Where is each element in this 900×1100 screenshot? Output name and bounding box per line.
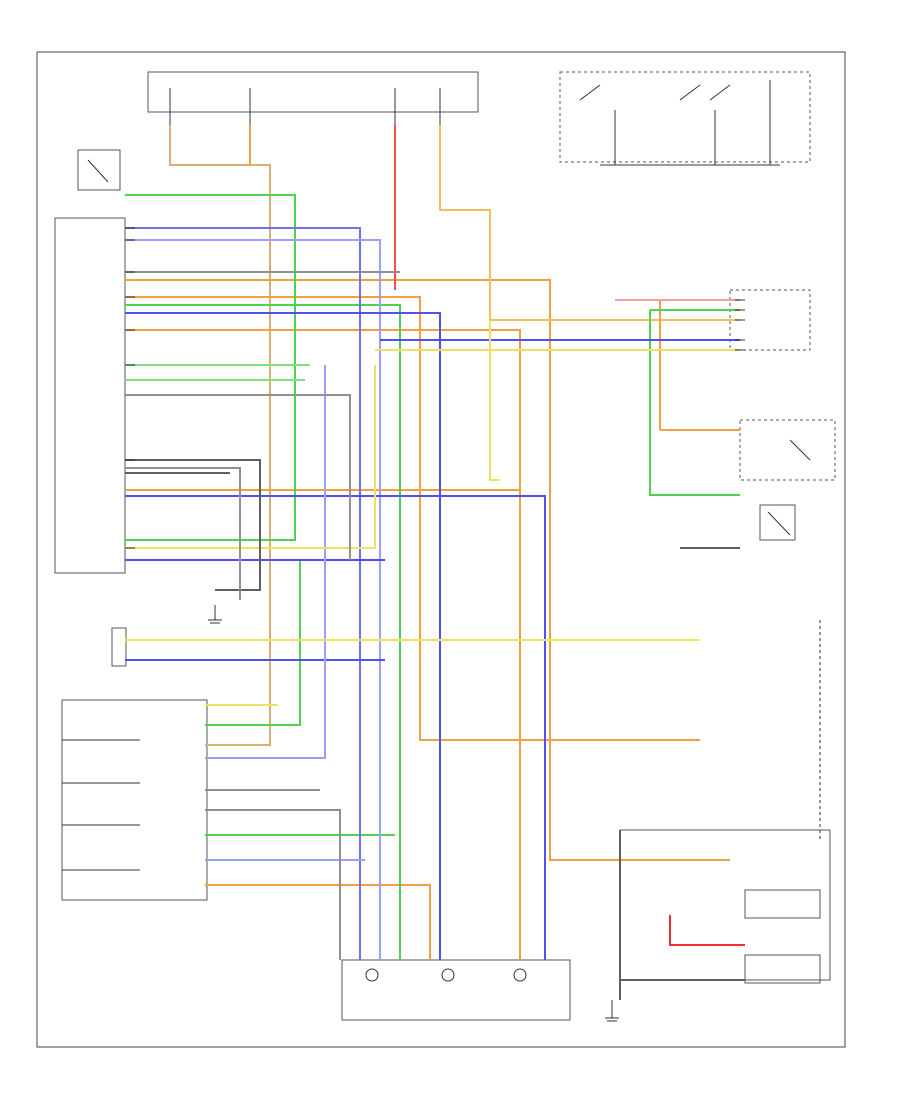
fuse-box (147, 71, 479, 125)
seat-position-sensor (729, 289, 811, 351)
right-switch-box (759, 504, 796, 541)
memory-switch-box (559, 71, 811, 166)
module-pin-ticks (125, 227, 135, 549)
seat-belt-switch (77, 149, 121, 191)
wire-group-orange (125, 125, 740, 960)
driver-seat-module (54, 217, 126, 574)
ground-symbol-2 (605, 1000, 619, 1022)
seat-motors (341, 959, 571, 1021)
wire-group-green (125, 194, 740, 960)
driver-seat-motor-assembly (619, 829, 831, 984)
wire-group-red (394, 125, 745, 946)
right-connector-ticks (735, 299, 745, 351)
wire-group-gray (125, 271, 745, 1000)
driver-seat-switch (61, 699, 208, 901)
diagram-frame (36, 51, 846, 1048)
ground-symbol-1 (208, 605, 222, 624)
wire-group-yellow (125, 320, 740, 706)
passenger-switch (739, 419, 836, 481)
wire-group-blue (125, 227, 740, 960)
key-switch (111, 627, 127, 667)
